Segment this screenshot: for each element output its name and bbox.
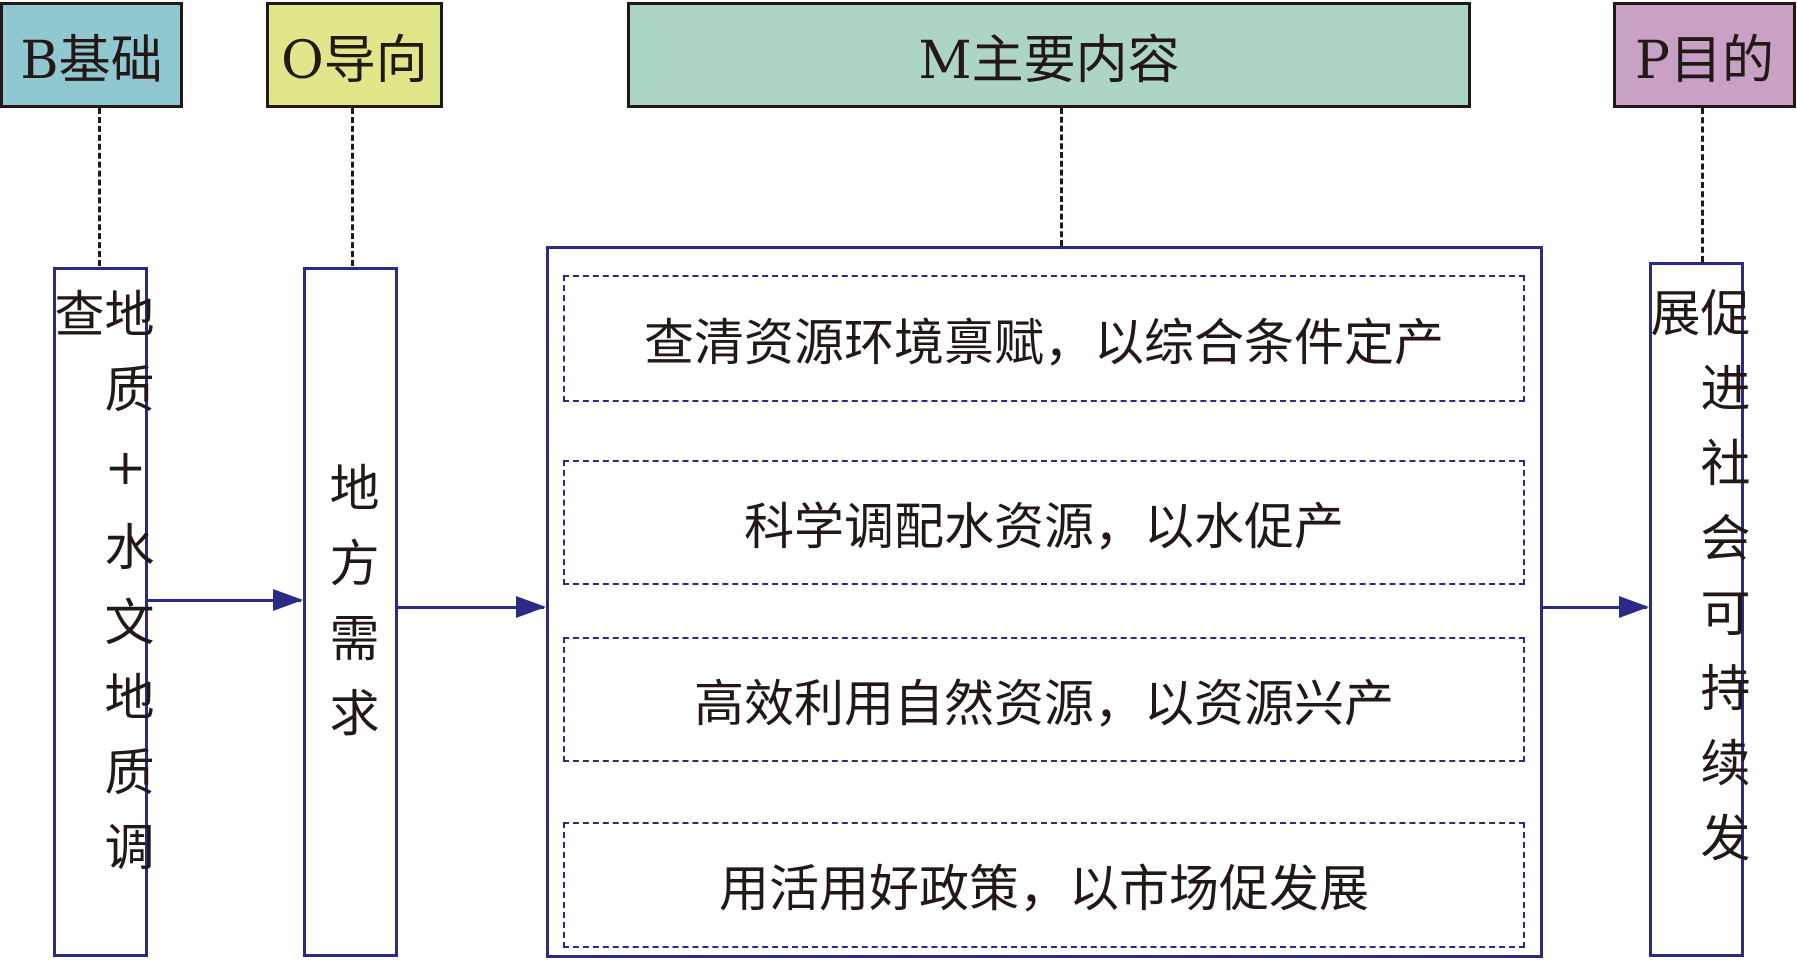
orientation-text: 地方需求 <box>321 462 380 762</box>
purpose-text: 促进社会可持续发展 <box>1642 287 1751 887</box>
header-main-content-label: M主要内容 <box>918 30 1180 91</box>
header-basis: B基础 <box>0 2 183 108</box>
arrow-basis-to-orientation <box>148 589 303 611</box>
header-purpose-label: P目的 <box>1635 30 1774 91</box>
purpose-column: 促进社会可持续发展 <box>1642 262 1751 957</box>
header-orientation-label: O导向 <box>281 30 428 91</box>
main-item-2: 科学调配水资源，以水促产 <box>563 460 1525 585</box>
main-item-4: 用活用好政策，以市场促发展 <box>563 822 1525 948</box>
main-content-box <box>546 246 1543 958</box>
header-purpose: P目的 <box>1613 2 1796 108</box>
header-orientation: O导向 <box>266 2 443 108</box>
main-item-1: 查清资源环境禀赋，以综合条件定产 <box>563 275 1525 402</box>
connector-main <box>1060 108 1063 246</box>
orientation-column: 地方需求 <box>303 267 398 957</box>
main-item-4-text: 用活用好政策，以市场促发展 <box>719 860 1369 918</box>
connector-basis <box>98 108 101 266</box>
main-item-3-text: 高效利用自然资源，以资源兴产 <box>694 674 1394 733</box>
header-main-content: M主要内容 <box>627 2 1471 108</box>
main-item-1-text: 查清资源环境禀赋，以综合条件定产 <box>644 313 1444 372</box>
arrow-orientation-to-main <box>398 596 546 618</box>
basis-column: 地质+水文地质调查 <box>46 267 155 957</box>
arrow-main-to-purpose <box>1543 596 1649 618</box>
connector-orientation <box>351 108 354 266</box>
main-item-2-text: 科学调配水资源，以水促产 <box>744 497 1344 556</box>
header-basis-label: B基础 <box>20 30 163 91</box>
main-item-3: 高效利用自然资源，以资源兴产 <box>563 637 1525 762</box>
basis-text: 地质+水文地质调查 <box>46 288 155 896</box>
connector-purpose <box>1701 108 1704 262</box>
